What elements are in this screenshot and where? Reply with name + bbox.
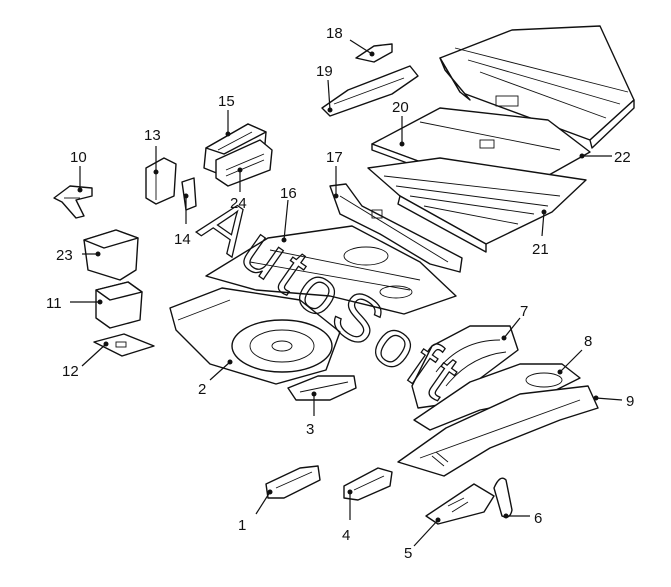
callout-label: 7 — [520, 303, 528, 320]
callout-label: 6 — [534, 510, 542, 527]
part-21-trunk-tray — [367, 157, 587, 253]
callout-label: 1 — [238, 517, 246, 534]
callout-label: 19 — [316, 63, 333, 80]
callout-label: 11 — [46, 295, 62, 312]
callout-11: 11 — [46, 295, 103, 312]
callout-label: 10 — [70, 149, 87, 166]
callout-label: 23 — [56, 247, 73, 264]
callout-label: 9 — [626, 393, 634, 410]
callout-label: 14 — [174, 231, 191, 248]
callout-label: 5 — [404, 545, 412, 562]
callout-label: 21 — [532, 241, 549, 258]
callout-22: 22 — [579, 149, 631, 166]
callout-4: 4 — [342, 489, 353, 544]
callout-group: 1 2 3 4 5 6 7 8 — [46, 25, 634, 562]
callout-label: 20 — [392, 99, 409, 116]
callout-label: 18 — [326, 25, 343, 42]
callout-18: 18 — [326, 25, 375, 57]
part-6-bracket — [493, 477, 513, 518]
part-16-center-floor — [205, 225, 457, 315]
callout-label: 24 — [230, 195, 247, 212]
callout-24: 24 — [230, 167, 247, 212]
callout-17: 17 — [326, 149, 343, 199]
callout-13: 13 — [144, 127, 161, 175]
part-3-cross-bracket — [287, 375, 357, 401]
callout-7: 7 — [501, 303, 528, 341]
callout-16: 16 — [280, 185, 297, 243]
callout-label: 17 — [326, 149, 343, 166]
part-12-plate — [93, 333, 155, 357]
part-24-grille-panel — [215, 139, 273, 187]
callout-20: 20 — [392, 99, 409, 147]
part-1-bracket — [265, 465, 321, 499]
part-13-reinforcement — [145, 157, 177, 205]
callout-9: 9 — [593, 393, 634, 410]
part-22-parcel-shelf — [439, 25, 635, 159]
callout-2: 2 — [198, 359, 233, 398]
part-7-wheel-arch — [411, 325, 519, 409]
part-2-rear-floor-pan — [169, 287, 341, 385]
callout-15: 15 — [218, 93, 235, 137]
callout-label: 22 — [614, 149, 631, 166]
callout-5: 5 — [404, 517, 441, 562]
part-19-rear-panel-strip — [321, 65, 419, 117]
callout-23: 23 — [56, 247, 101, 264]
callout-label: 16 — [280, 185, 297, 202]
callout-label: 4 — [342, 527, 350, 544]
part-9-longitudinal-rail — [397, 385, 599, 477]
callout-label: 12 — [62, 363, 79, 380]
callout-label: 8 — [584, 333, 592, 350]
callout-label: 2 — [198, 381, 206, 398]
part-5-plate — [425, 483, 495, 525]
callout-19: 19 — [316, 63, 333, 113]
part-8-rear-crossmember — [413, 363, 581, 431]
callout-14: 14 — [174, 193, 191, 248]
callout-10: 10 — [70, 149, 87, 193]
part-14-small-bracket — [181, 177, 197, 211]
callout-6: 6 — [503, 510, 542, 527]
callout-3: 3 — [306, 391, 317, 438]
part-11-box-member — [95, 281, 143, 329]
callout-label: 3 — [306, 421, 314, 438]
part-10-bracket — [53, 185, 93, 219]
part-17-rear-side-member — [329, 183, 463, 273]
callout-1: 1 — [238, 489, 273, 534]
callout-label: 13 — [144, 127, 161, 144]
callout-21: 21 — [532, 209, 549, 258]
callout-12: 12 — [62, 341, 109, 380]
callout-8: 8 — [557, 333, 592, 375]
callout-label: 15 — [218, 93, 235, 110]
part-23-box-bracket — [83, 229, 139, 281]
part-4-bracket — [343, 467, 393, 501]
